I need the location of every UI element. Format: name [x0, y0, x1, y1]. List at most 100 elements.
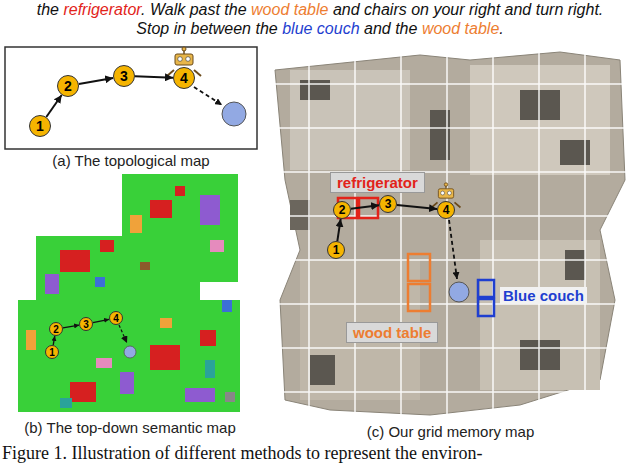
landmark-word: wood table	[251, 1, 328, 18]
path-arrow	[93, 319, 109, 322]
instruction-words: . Walk past the	[141, 1, 247, 18]
robot-icon	[438, 189, 453, 198]
object-label: refrigerator	[337, 174, 418, 191]
goal-path	[222, 102, 246, 126]
object-boxes	[478, 280, 494, 297]
landmark-word: blue couch	[282, 20, 359, 37]
house-scan	[275, 52, 625, 415]
semantic-map	[205, 360, 215, 378]
robot-icon	[175, 54, 193, 65]
step-number: 2	[64, 78, 72, 94]
object-boxes	[408, 254, 430, 281]
semantic-map	[200, 330, 216, 346]
semantic-map	[60, 398, 72, 408]
semantic-map	[210, 240, 224, 252]
step-number: 1	[36, 118, 44, 134]
path-arrow	[63, 325, 79, 328]
topological-frame	[5, 47, 257, 149]
semantic-map	[100, 240, 114, 252]
path-arrow	[53, 336, 55, 345]
instruction-words: and the	[364, 20, 417, 37]
house-scan	[470, 65, 610, 175]
step-circle: 1	[45, 345, 59, 359]
goal-path	[124, 346, 136, 358]
goal-path	[194, 87, 222, 105]
robot-icon	[441, 191, 445, 195]
label-box: refrigerator	[330, 172, 425, 193]
semantic-map	[70, 382, 96, 402]
house-scan	[480, 240, 600, 390]
step-circle: 2	[49, 322, 63, 336]
panel-caption: (a) The topological map	[5, 152, 257, 169]
step-number: 3	[385, 197, 392, 211]
semantic-map	[160, 318, 172, 328]
instruction-words: the	[37, 1, 59, 18]
landmark-word: refrigerator	[63, 1, 141, 18]
semantic-map	[60, 250, 90, 272]
step-number: 3	[120, 68, 128, 84]
figure-caption: Figure 1. Illustration of different meth…	[2, 443, 483, 463]
house-scan	[565, 250, 585, 280]
step-number: 1	[333, 243, 340, 257]
object-label: wood table	[353, 324, 431, 341]
grid-lines	[265, 44, 635, 420]
semantic-map	[150, 345, 180, 370]
figure-panel: (a) The topological map1234	[5, 47, 257, 169]
step-number: 4	[443, 203, 450, 217]
robot-icon	[182, 47, 186, 51]
semantic-map	[225, 392, 235, 402]
semantic-map	[185, 388, 215, 402]
step-circle: 1	[29, 115, 51, 137]
figure-panel: (c) Our grid memory map refrigerator wood …	[263, 44, 638, 440]
step-circle: 3	[79, 317, 93, 331]
grid-lines	[265, 44, 635, 420]
semantic-map	[18, 174, 240, 412]
path-arrow	[46, 95, 61, 117]
step-circle: 4	[109, 311, 123, 325]
step-number: 4	[113, 313, 119, 324]
robot-icon	[186, 57, 191, 62]
robot-icon	[455, 202, 461, 207]
semantic-map	[120, 372, 134, 394]
semantic-map	[140, 262, 150, 270]
step-number: 2	[339, 203, 346, 217]
topological-frame	[5, 47, 257, 149]
semantic-map	[26, 330, 36, 350]
goal-path	[449, 282, 469, 302]
semantic-map	[96, 358, 112, 368]
goal-path	[119, 325, 136, 358]
robot-icon	[194, 70, 201, 76]
step-number: 2	[53, 324, 59, 335]
semantic-map	[150, 200, 172, 218]
label-box: wood table	[346, 322, 438, 343]
object-boxes	[478, 299, 494, 316]
path-arrow	[135, 76, 173, 77]
step-circle: 1	[327, 241, 345, 259]
goal-path	[449, 220, 457, 279]
semantic-map	[130, 215, 142, 233]
house-scan	[520, 90, 560, 120]
goal-path	[449, 220, 469, 302]
semantic-map	[18, 174, 240, 412]
semantic-map	[175, 186, 185, 196]
panel-caption: (c) Our grid memory map	[263, 423, 638, 440]
panel-caption: (b) The top-down semantic map	[10, 419, 250, 436]
semantic-map	[200, 195, 220, 225]
instruction-text: therefrigerator. Walk past thewood table…	[0, 0, 640, 38]
semantic-map	[45, 274, 59, 294]
semantic-map	[222, 300, 232, 312]
path-arrow	[337, 219, 340, 241]
step-number: 3	[83, 319, 89, 330]
house-scan	[275, 52, 625, 415]
step-circle: 2	[57, 75, 79, 97]
path-arrow	[351, 205, 379, 209]
step-number: 1	[49, 347, 55, 358]
instruction-words: .	[499, 20, 503, 37]
semantic-map	[95, 277, 105, 287]
house-scan	[520, 340, 560, 370]
landmark-word: wood table	[422, 20, 499, 37]
robot-icon	[444, 183, 447, 186]
